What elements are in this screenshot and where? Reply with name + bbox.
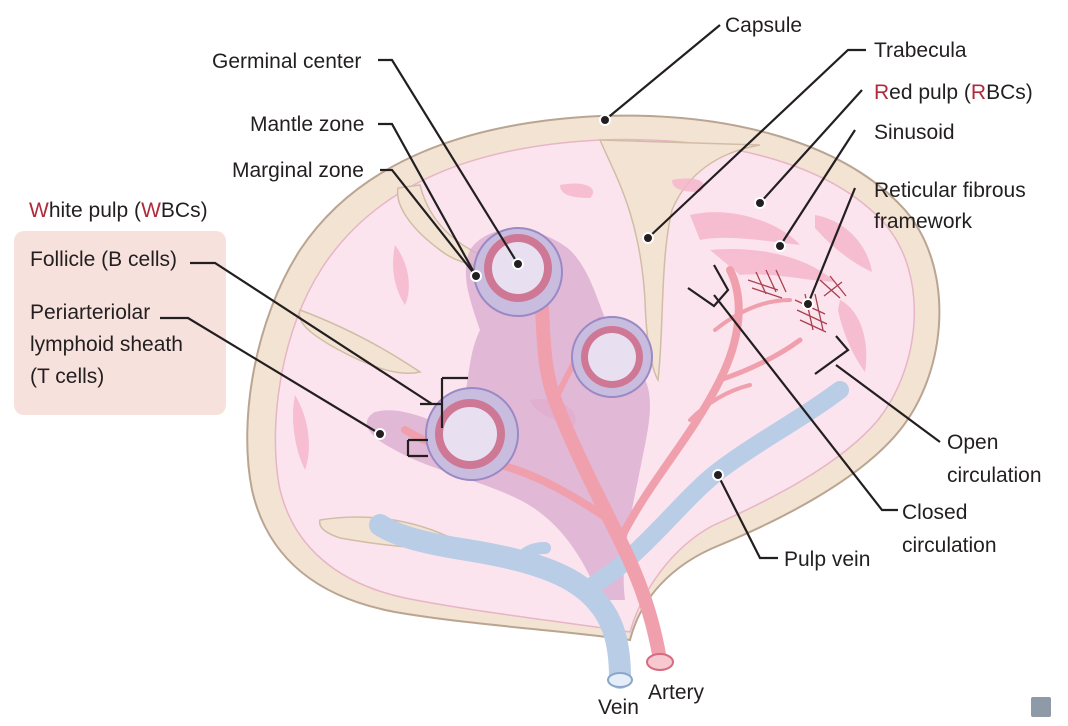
vein-label: Vein <box>598 696 639 719</box>
germinal-center-label: Germinal center <box>212 50 361 73</box>
marginal-zone-label: Marginal zone <box>232 159 364 182</box>
reticular-label-line2: framework <box>874 210 973 233</box>
pals-label-line1: Periarteriolar <box>30 301 151 324</box>
leader-lines <box>160 24 941 560</box>
red-pulp-label: Red pulp (RBCs) <box>874 81 1033 104</box>
artery-label: Artery <box>648 681 705 704</box>
white-pulp-title: White pulp (WBCs) <box>29 199 208 222</box>
sinusoid-label: Sinusoid <box>874 121 955 144</box>
rx-logo <box>1031 697 1051 717</box>
pals-label-line2: lymphoid sheath <box>30 333 183 356</box>
trabecula-label: Trabecula <box>874 39 967 62</box>
leader-dots <box>374 114 814 481</box>
follicles <box>425 227 653 481</box>
artery-lumen <box>646 653 674 671</box>
follicle-label: Follicle (B cells) <box>30 248 178 271</box>
vein-lumen <box>607 672 633 688</box>
reticular-label-line1: Reticular fibrous <box>874 179 1026 202</box>
closed-circulation-label-line1: Closed <box>902 501 967 524</box>
pulp-vein-label: Pulp vein <box>784 548 870 571</box>
closed-circulation-label-line2: circulation <box>902 534 997 557</box>
open-circulation-label-line1: Open <box>947 431 998 454</box>
mantle-zone-label: Mantle zone <box>250 113 364 136</box>
open-circulation-label-line2: circulation <box>947 464 1042 487</box>
white-pulp-box <box>14 231 226 415</box>
pals-label-line3: (T cells) <box>30 365 105 388</box>
capsule-label: Capsule <box>725 14 802 37</box>
